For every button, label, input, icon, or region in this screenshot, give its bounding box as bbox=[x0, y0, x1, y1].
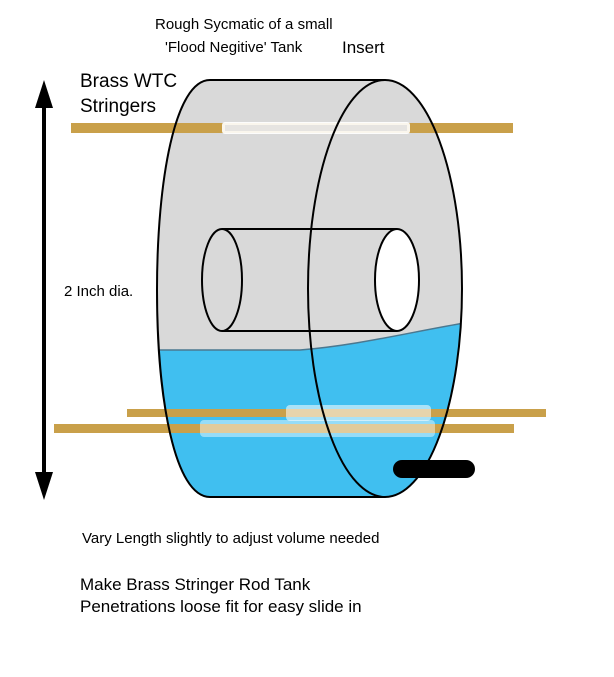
dimension-arrow-icon bbox=[35, 80, 53, 500]
inner-tube-left-end bbox=[201, 228, 243, 332]
title-line-1: Rough Sycmatic of a small bbox=[155, 16, 333, 33]
brass-stringer-lower-b bbox=[54, 424, 514, 433]
stringer-lower-highlight-b bbox=[200, 420, 435, 437]
stringer-lower-highlight-a bbox=[286, 405, 431, 421]
stringers-label-line-1: Brass WTC bbox=[80, 71, 178, 92]
length-note: Vary Length slightly to adjust volume ne… bbox=[82, 530, 380, 547]
fit-note-line-1: Make Brass Stringer Rod Tank bbox=[80, 575, 311, 594]
fit-note-line-2: Penetrations loose fit for easy slide in bbox=[80, 597, 362, 616]
tank-front-face bbox=[307, 79, 463, 498]
stringers-label-line-2: Stringers bbox=[80, 96, 157, 117]
inner-tube-right-end bbox=[374, 228, 420, 332]
diameter-label: 2 Inch dia. bbox=[64, 283, 134, 300]
title-line-2: 'Flood Negitive' Tank bbox=[165, 39, 303, 56]
title-line-2-suffix: Insert bbox=[342, 38, 385, 57]
stringer-top-inner bbox=[225, 125, 407, 131]
tank-outline bbox=[155, 79, 385, 498]
